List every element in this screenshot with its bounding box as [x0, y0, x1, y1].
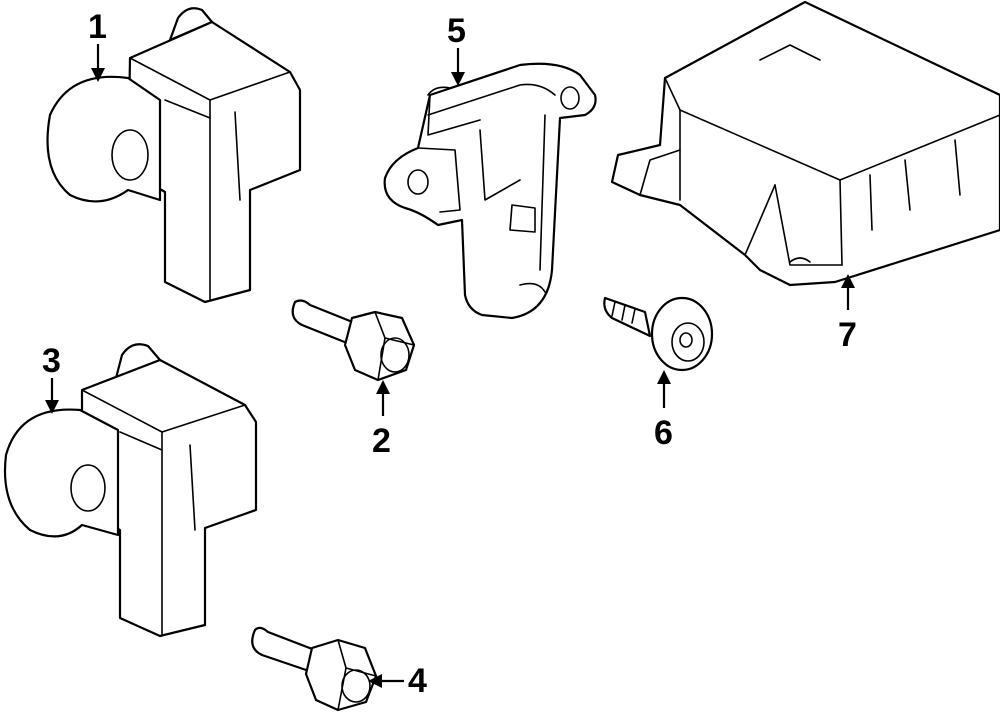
part-5-sensor [383, 62, 597, 320]
leader-6 [657, 370, 671, 408]
leader-1 [91, 44, 105, 82]
part-7-control-module [610, 0, 1000, 287]
callout-5: 5 [447, 12, 466, 50]
leader-7 [841, 274, 855, 310]
leader-2 [376, 380, 390, 416]
part-1-impact-sensor [46, 7, 302, 304]
callout-4: 4 [408, 662, 427, 700]
part-4-bolt [251, 626, 378, 712]
callout-6: 6 [654, 414, 673, 452]
callout-2: 2 [372, 422, 391, 460]
leader-4 [368, 674, 404, 688]
part-3-impact-sensor [3, 343, 258, 638]
part-2-bolt [291, 299, 416, 382]
callout-7: 7 [838, 316, 857, 354]
part-6-screw [603, 296, 714, 372]
callout-1: 1 [88, 8, 107, 46]
leader-3 [45, 378, 59, 414]
callout-3: 3 [42, 342, 61, 380]
leader-5 [451, 48, 465, 86]
